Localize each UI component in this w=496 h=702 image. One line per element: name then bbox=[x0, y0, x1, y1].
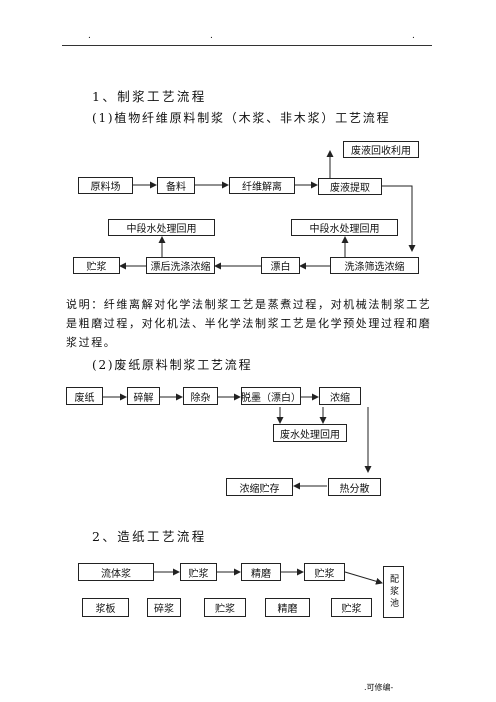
header-dot-center: . bbox=[210, 31, 213, 41]
box-fiber-dissociation: 纤维解离 bbox=[229, 177, 295, 194]
header-dot-left: . bbox=[88, 31, 91, 41]
box-pulp-storage: 贮浆 bbox=[73, 257, 120, 274]
mixing-tank-label: 配浆池 bbox=[388, 574, 398, 610]
box-post-bleach-wash: 漂后洗涤浓缩 bbox=[146, 257, 215, 274]
box-heat-dispersion: 热分散 bbox=[328, 478, 381, 496]
box-waste-liquor-recovery: 废液回收利用 bbox=[343, 141, 419, 158]
section2-heading: 2、造纸工艺流程 bbox=[92, 529, 207, 544]
box-bleaching: 漂白 bbox=[261, 257, 300, 274]
arrow-storage-to-mixing bbox=[344, 571, 383, 585]
box-impurity-removal: 除杂 bbox=[183, 387, 218, 405]
box-pulp-board: 浆板 bbox=[82, 598, 129, 617]
box-storage-2: 贮浆 bbox=[304, 563, 345, 581]
section1-heading: 1、制浆工艺流程 bbox=[92, 89, 207, 104]
section1-note: 说明：纤维离解对化学法制浆工艺是蒸煮过程，对机械法制浆工艺是粗磨过程，对化机法、… bbox=[66, 298, 432, 349]
box-storage-3: 贮浆 bbox=[204, 598, 246, 617]
box-deinking: 脱墨（漂白） bbox=[241, 387, 301, 405]
header-rule bbox=[62, 45, 432, 46]
page-footer: .可修编- bbox=[364, 683, 394, 692]
box-storage-1: 贮浆 bbox=[180, 563, 217, 581]
section1-sub2-heading: (2)废纸原料制浆工艺流程 bbox=[92, 358, 253, 372]
section1-sub1-heading: (1)植物纤维原料制浆（木浆、非木浆）工艺流程 bbox=[92, 111, 391, 125]
box-storage-4: 贮浆 bbox=[331, 598, 372, 617]
box-refining-2: 精磨 bbox=[265, 598, 310, 617]
box-preparation: 备料 bbox=[157, 177, 195, 194]
box-fluid-pulp: 流体浆 bbox=[78, 563, 154, 581]
box-wash-screen-concentrate: 洗涤筛选浓缩 bbox=[330, 257, 419, 274]
arrow-extract-to-wash bbox=[382, 185, 416, 252]
box-broken-pulp: 碎浆 bbox=[147, 598, 181, 617]
box-pulping: 碎解 bbox=[127, 387, 160, 405]
box-concentration: 浓缩 bbox=[319, 387, 361, 405]
box-raw-material-yard: 原料场 bbox=[78, 177, 133, 194]
header-dot-right: . bbox=[412, 31, 415, 41]
box-mixing-tank: 配浆池 bbox=[383, 566, 404, 618]
box-waste-paper: 废纸 bbox=[66, 387, 103, 405]
box-midstage-water-right: 中段水处理回用 bbox=[291, 219, 398, 236]
box-midstage-water-left: 中段水处理回用 bbox=[108, 219, 215, 236]
box-concentrate-storage: 浓缩贮存 bbox=[226, 478, 293, 496]
box-waste-liquor-extraction: 废液提取 bbox=[318, 178, 382, 195]
box-waste-water-treatment: 废水处理回用 bbox=[273, 424, 347, 442]
box-refining-1: 精磨 bbox=[241, 563, 281, 581]
